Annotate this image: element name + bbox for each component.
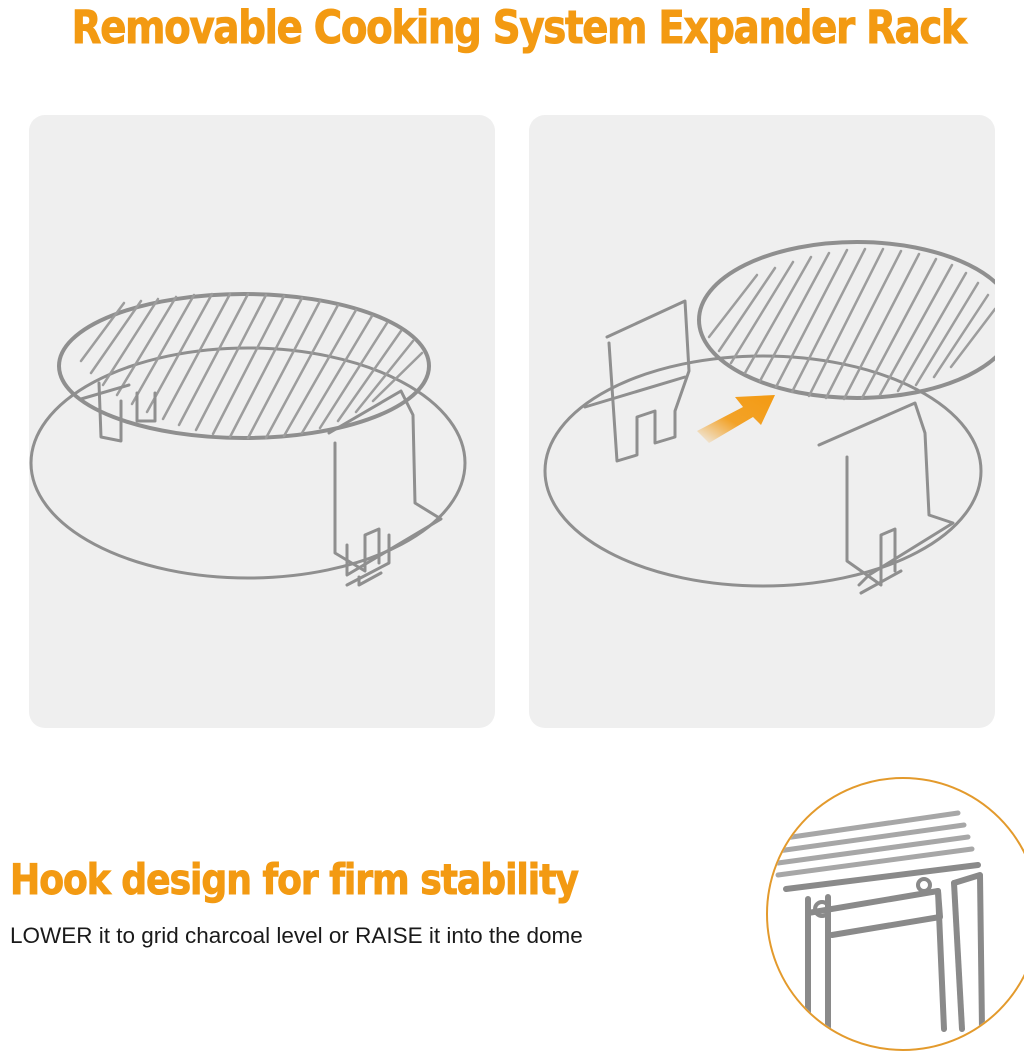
hook-detail-callout	[766, 777, 1024, 1051]
page-title: Removable Cooking System Expander Rack	[71, 1, 967, 55]
hook-detail-illustration	[775, 810, 985, 1032]
lowered-rack-illustration	[29, 292, 467, 587]
lowered-rack-panel	[29, 115, 495, 728]
raised-rack-panel	[529, 115, 995, 728]
feature-heading: Hook design for firm stability	[10, 855, 580, 905]
raised-rack-illustration	[543, 240, 995, 595]
feature-description: LOWER it to grid charcoal level or RAISE…	[10, 923, 583, 948]
raise-arrow-icon	[697, 395, 775, 443]
